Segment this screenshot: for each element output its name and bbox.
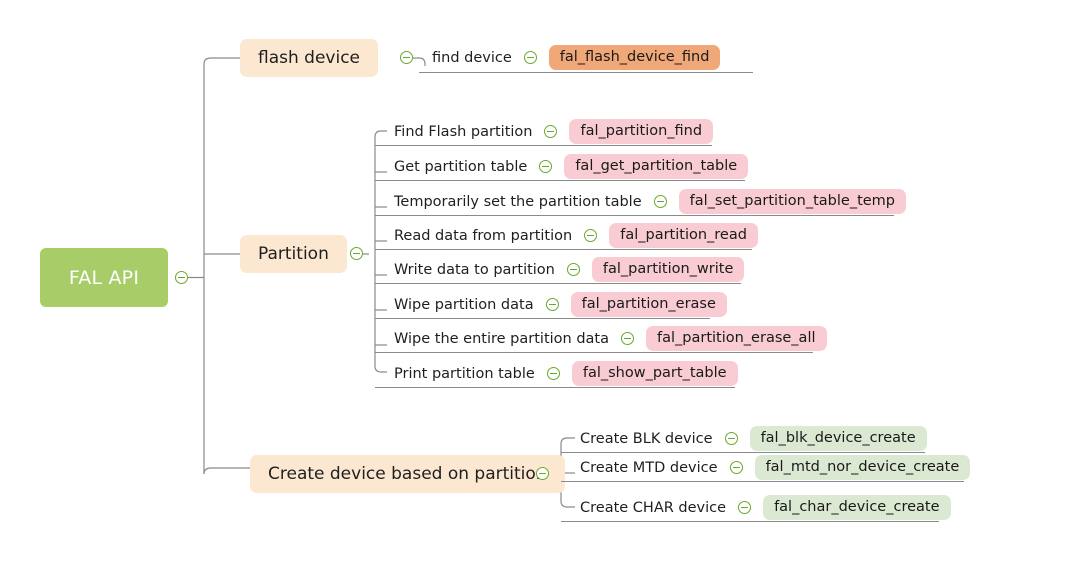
leaf-underline	[375, 352, 813, 353]
leaf-label-create-mtd-device: Create MTD device	[580, 459, 718, 476]
collapse-icon-flash-device[interactable]	[400, 51, 413, 64]
leaf-label-temporarily-set-partition-table: Temporarily set the partition table	[394, 193, 642, 210]
leaf-row-find-device[interactable]: find device fal_flash_device_find	[432, 44, 721, 71]
collapse-icon-create-blk-device[interactable]	[724, 432, 738, 445]
branch-node-flash-device[interactable]: flash device	[240, 39, 378, 77]
leaf-row-find-flash-partition[interactable]: Find Flash partition fal_partition_find	[394, 118, 714, 145]
collapse-icon-read-data-from-partition[interactable]	[584, 229, 598, 242]
root-node[interactable]: FAL API	[40, 248, 168, 307]
api-badge-fal-char-device-create[interactable]: fal_char_device_create	[763, 494, 951, 521]
collapse-icon-wipe-partition-data[interactable]	[545, 298, 559, 311]
leaf-underline	[375, 145, 712, 146]
leaf-row-temporarily-set-partition-table[interactable]: Temporarily set the partition table fal_…	[394, 188, 907, 215]
leaf-underline	[375, 387, 735, 388]
branch-label-flash-device: flash device	[258, 48, 360, 68]
leaf-underline	[375, 318, 710, 319]
collapse-icon-create-mtd-device[interactable]	[729, 461, 743, 474]
leaf-label-find-device: find device	[432, 49, 512, 66]
leaf-row-create-char-device[interactable]: Create CHAR device fal_char_device_creat…	[580, 494, 951, 521]
leaf-row-get-partition-table[interactable]: Get partition table fal_get_partition_ta…	[394, 153, 749, 180]
leaf-row-create-blk-device[interactable]: Create BLK device fal_blk_device_create	[580, 425, 927, 452]
leaf-underline	[561, 481, 964, 482]
api-badge-fal-get-partition-table[interactable]: fal_get_partition_table	[564, 153, 749, 180]
leaf-row-wipe-entire-partition-data[interactable]: Wipe the entire partition data fal_parti…	[394, 325, 827, 352]
api-badge-fal-partition-write[interactable]: fal_partition_write	[591, 256, 745, 283]
api-badge-fal-partition-read[interactable]: fal_partition_read	[609, 222, 758, 249]
api-badge-fal-set-partition-table-temp[interactable]: fal_set_partition_table_temp	[678, 188, 907, 215]
collapse-icon-find-device[interactable]	[523, 51, 537, 64]
collapse-icon-root[interactable]	[175, 271, 188, 284]
leaf-underline	[561, 521, 939, 522]
branch-node-create-device[interactable]: Create device based on partition	[250, 455, 565, 493]
leaf-label-wipe-partition-data: Wipe partition data	[394, 296, 534, 313]
collapse-icon-temporarily-set-partition-table[interactable]	[653, 195, 667, 208]
collapse-icon-write-data-to-partition[interactable]	[566, 263, 580, 276]
collapse-icon-print-partition-table[interactable]	[546, 367, 560, 380]
leaf-row-create-mtd-device[interactable]: Create MTD device fal_mtd_nor_device_cre…	[580, 454, 971, 481]
leaf-label-create-blk-device: Create BLK device	[580, 430, 713, 447]
leaf-label-get-partition-table: Get partition table	[394, 158, 528, 175]
branch-label-create-device: Create device based on partition	[268, 464, 547, 484]
leaf-underline	[419, 72, 753, 73]
leaf-row-read-data-from-partition[interactable]: Read data from partition fal_partition_r…	[394, 222, 758, 249]
api-badge-fal-partition-find[interactable]: fal_partition_find	[569, 118, 714, 145]
leaf-label-read-data-from-partition: Read data from partition	[394, 227, 573, 244]
api-badge-fal-partition-erase-all[interactable]: fal_partition_erase_all	[646, 325, 827, 352]
api-badge-fal-flash-device-find[interactable]: fal_flash_device_find	[548, 44, 721, 71]
collapse-icon-create-char-device[interactable]	[738, 501, 752, 514]
leaf-label-print-partition-table: Print partition table	[394, 365, 535, 382]
leaf-underline	[375, 249, 752, 250]
leaf-label-wipe-entire-partition-data: Wipe the entire partition data	[394, 330, 609, 347]
leaf-label-find-flash-partition: Find Flash partition	[394, 123, 533, 140]
leaf-row-wipe-partition-data[interactable]: Wipe partition data fal_partition_erase	[394, 291, 727, 318]
api-badge-fal-partition-erase[interactable]: fal_partition_erase	[570, 291, 727, 318]
root-node-label: FAL API	[68, 266, 140, 289]
collapse-icon-partition[interactable]	[350, 247, 363, 260]
branch-node-partition[interactable]: Partition	[240, 235, 347, 273]
leaf-label-write-data-to-partition: Write data to partition	[394, 261, 555, 278]
api-badge-fal-show-part-table[interactable]: fal_show_part_table	[571, 360, 738, 387]
collapse-icon-get-partition-table[interactable]	[539, 160, 553, 173]
api-badge-fal-blk-device-create[interactable]: fal_blk_device_create	[749, 425, 927, 452]
collapse-icon-create-device[interactable]	[536, 467, 549, 480]
leaf-underline	[375, 180, 745, 181]
collapse-icon-find-flash-partition[interactable]	[544, 125, 558, 138]
leaf-row-print-partition-table[interactable]: Print partition table fal_show_part_tabl…	[394, 360, 738, 387]
leaf-underline	[375, 283, 741, 284]
leaf-label-create-char-device: Create CHAR device	[580, 499, 727, 516]
leaf-row-write-data-to-partition[interactable]: Write data to partition fal_partition_wr…	[394, 256, 745, 283]
leaf-underline	[561, 452, 925, 453]
api-badge-fal-mtd-nor-device-create[interactable]: fal_mtd_nor_device_create	[754, 454, 971, 481]
leaf-underline	[375, 215, 894, 216]
collapse-icon-wipe-entire-partition-data[interactable]	[621, 332, 634, 345]
branch-label-partition: Partition	[258, 244, 329, 264]
